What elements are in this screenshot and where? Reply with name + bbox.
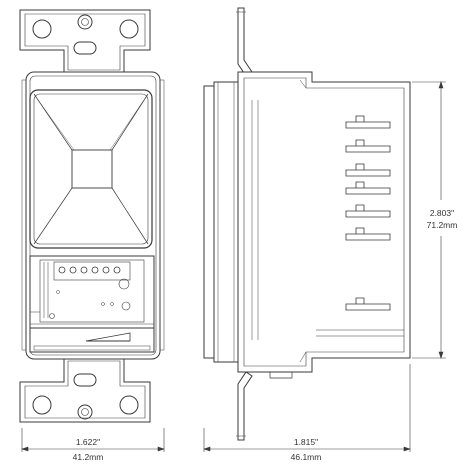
strap-slot-top <box>73 41 97 55</box>
strap-slot-bottom <box>73 373 97 387</box>
side-faceplate <box>203 81 239 363</box>
front-width-inch-label: 1.622" <box>76 437 100 447</box>
side-depth-inch-label: 1.815" <box>294 437 318 447</box>
side-strap <box>236 7 253 441</box>
front-width-mm-label: 41.2mm <box>73 452 104 462</box>
front-width-dimension <box>21 428 165 452</box>
strap-ear-hole-right-bottom <box>119 395 139 415</box>
strap-ear-hole-left-top <box>32 19 52 39</box>
side-depth-mm-label: 46.1mm <box>291 452 322 462</box>
side-height-dimension <box>412 81 446 359</box>
strap-ear-hole-left-bottom <box>32 395 52 415</box>
side-housing <box>237 71 411 379</box>
control-panel <box>29 255 155 329</box>
strap-screw-hole-bottom <box>77 404 93 420</box>
terminal-screws <box>58 266 121 274</box>
side-terminal-screws <box>345 115 391 311</box>
strap-ear-hole-right-top <box>119 19 139 39</box>
front-view: 1.622" 41.2mm <box>19 9 165 462</box>
side-height-mm-label: 71.2mm <box>427 220 458 230</box>
front-button <box>29 327 155 353</box>
side-depth-dimension <box>203 364 411 452</box>
strap-screw-hole-top <box>77 14 93 30</box>
sensor-lens <box>29 89 153 249</box>
top-mounting-strap <box>19 9 151 73</box>
side-view: 2.803" 71.2mm 1.815" 46.1mm <box>203 7 458 462</box>
bottom-mounting-strap <box>19 358 151 423</box>
side-height-inch-label: 2.803" <box>430 208 454 218</box>
